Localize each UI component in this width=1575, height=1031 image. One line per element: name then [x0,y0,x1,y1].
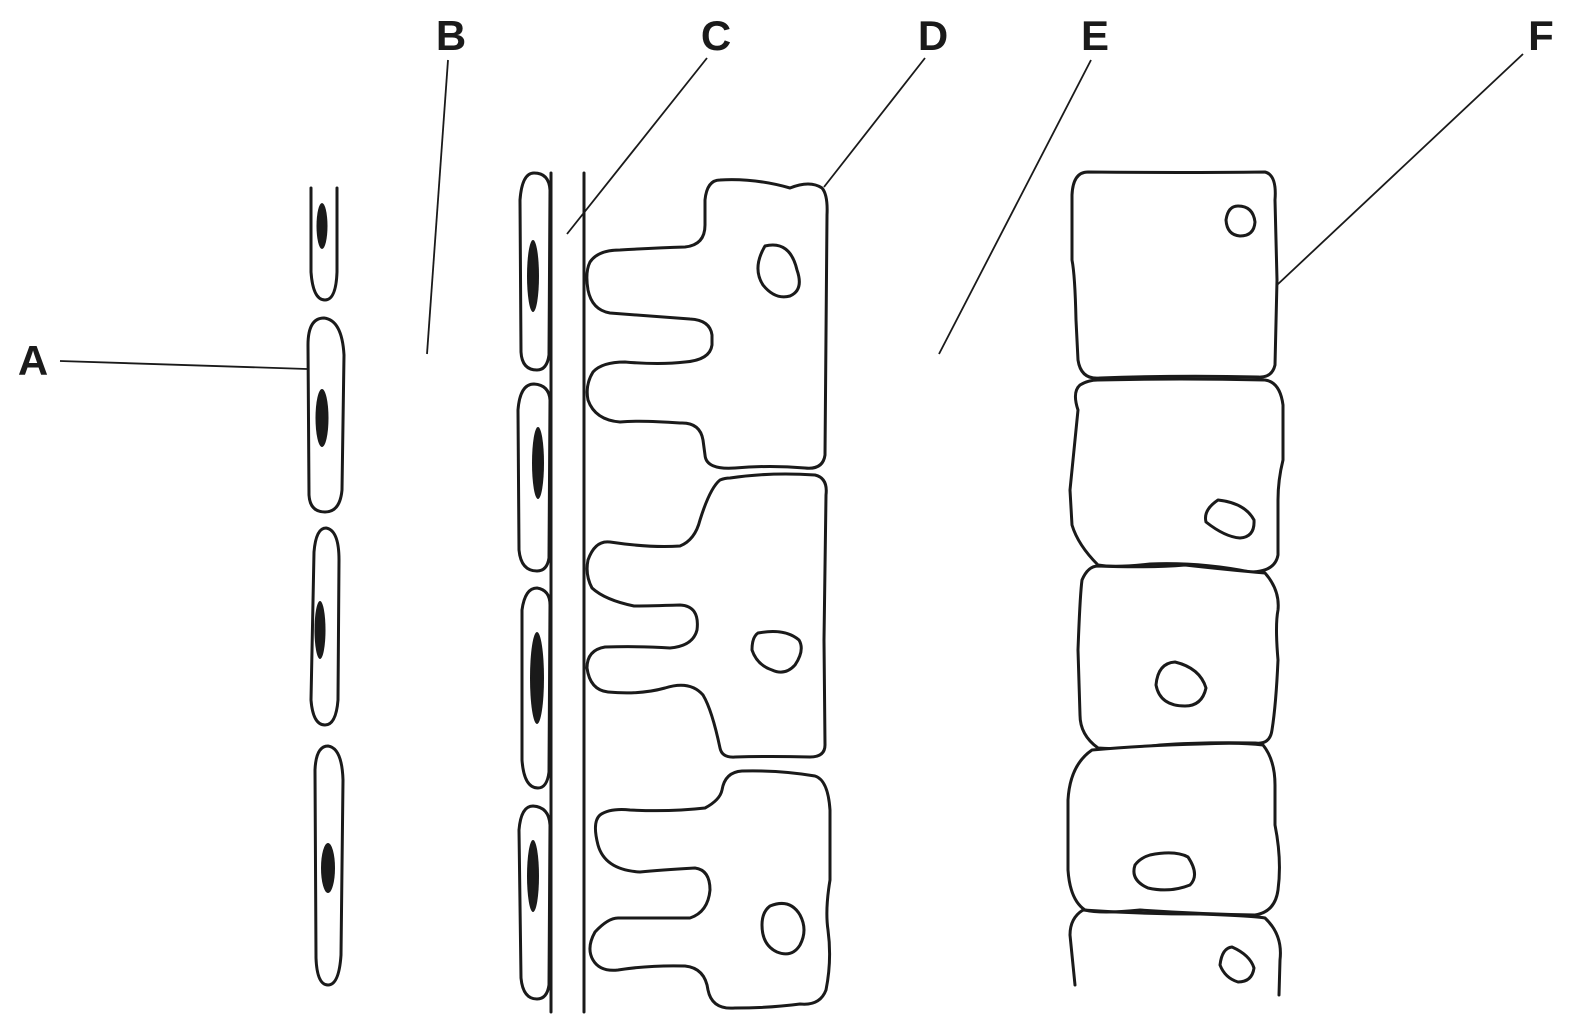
flat-cell-1-nucleus [527,240,539,312]
cuboidal-cell-3-nucleus [1154,660,1208,708]
leader-line-d [823,57,926,188]
flat-cell-3-nucleus [530,632,544,724]
label-d: D [918,12,948,59]
interlocking-cell-2 [585,472,828,759]
interlocking-cell-1 [585,178,829,470]
label-f: F [1528,12,1554,59]
column-f-cuboidal-cells [1066,170,1285,997]
leader-lines [59,53,1524,370]
interlocking-cell-3 [588,769,832,1010]
label-a: A [18,337,48,384]
leader-line-a [59,360,308,370]
thin-cell-2-nucleus [315,389,329,447]
column-d-interlocking-cells [585,178,832,1010]
cuboidal-cell-3 [1076,563,1280,751]
interlocking-cell-3-nucleus [760,902,806,956]
leader-line-b [426,59,449,355]
cuboidal-cell-5-partial [1068,908,1282,997]
interlocking-cell-1-nucleus [756,243,801,299]
cuboidal-cell-5-nucleus [1218,945,1256,984]
leader-line-f [1276,53,1524,286]
leader-line-c [566,57,708,235]
thin-cell-1 [309,186,339,302]
column-a-thin-cells [306,186,346,987]
cuboidal-cell-1-nucleus [1224,204,1257,238]
thin-cell-4-nucleus [321,843,335,893]
label-e: E [1081,12,1109,59]
flat-cell-2-nucleus [532,427,544,499]
flat-cell-4-nucleus [527,840,539,912]
cuboidal-cell-4-nucleus [1132,851,1196,892]
thin-cell-3-nucleus [314,601,326,659]
cuboidal-cell-1 [1070,170,1279,380]
cuboidal-cell-2-nucleus [1204,498,1256,540]
labels: A B C D E F [18,12,1554,384]
interlocking-cell-2-nucleus [750,630,803,674]
column-c-flat-cells [516,171,586,1014]
thin-cell-1-nucleus [316,203,328,249]
cuboidal-cell-2 [1068,377,1285,574]
label-c: C [701,12,731,59]
cuboidal-cell-4 [1066,741,1281,917]
label-b: B [436,12,466,59]
leader-line-e [938,59,1092,355]
